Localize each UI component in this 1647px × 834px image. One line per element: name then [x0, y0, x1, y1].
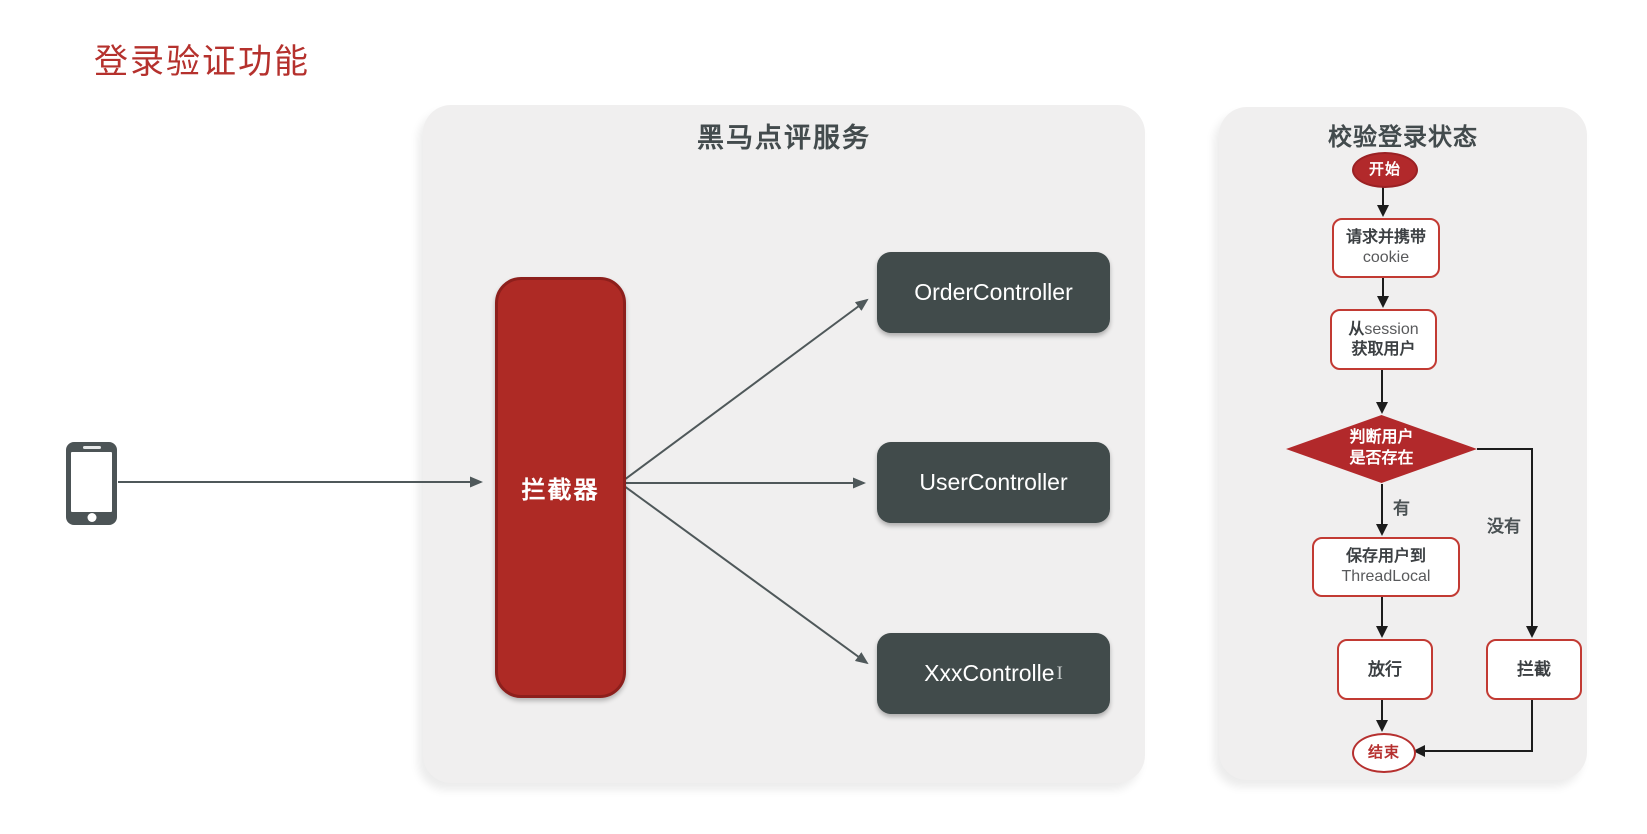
smartphone-icon [66, 442, 117, 525]
order-controller-node: OrderController [877, 252, 1110, 333]
user-controller-node: UserController [877, 442, 1110, 523]
step-line: 从session [1348, 320, 1418, 340]
flow-panel-title: 校验登录状态 [1328, 124, 1478, 151]
controller-label: XxxControlle [924, 660, 1055, 686]
text-cursor: I [1056, 662, 1063, 684]
page-title: 登录验证功能 [94, 44, 310, 81]
interceptor-node: 拦截器 [495, 277, 626, 698]
flow-end-label: 结束 [1367, 743, 1400, 761]
flow-start-label: 开始 [1368, 160, 1401, 178]
step-line: 请求并携带 [1345, 229, 1426, 246]
step-line-cn: 从 [1348, 320, 1365, 338]
branch-label-no: 没有 [1487, 517, 1521, 536]
step-line: cookie [1362, 249, 1410, 266]
phone-screen [71, 452, 112, 512]
flow-step-session: 从session 获取用户 [1330, 309, 1437, 370]
step-label: 放行 [1368, 659, 1402, 679]
service-panel-title: 黑马点评服务 [697, 123, 871, 153]
flow-step-save-threadlocal: 保存用户到 ThreadLocal [1312, 537, 1460, 597]
branch-label-yes: 有 [1393, 499, 1410, 518]
step-line: ThreadLocal [1341, 568, 1431, 585]
flow-step-cookie: 请求并携带 cookie [1332, 218, 1440, 278]
step-line: 获取用户 [1351, 340, 1416, 358]
step-label: 拦截 [1517, 659, 1551, 679]
flow-end-node: 结束 [1352, 733, 1416, 773]
decision-line: 是否存在 [1349, 450, 1414, 467]
phone-home-button [87, 513, 96, 522]
decision-line: 判断用户 [1349, 429, 1414, 447]
step-line: 保存用户到 [1345, 548, 1426, 565]
controller-label: OrderController [914, 279, 1073, 305]
interceptor-label: 拦截器 [521, 477, 600, 504]
controller-label: UserController [919, 469, 1068, 495]
flow-start-node: 开始 [1352, 152, 1418, 188]
flow-step-pass: 放行 [1337, 639, 1433, 700]
step-line-en: session [1364, 320, 1419, 338]
flow-step-block: 拦截 [1486, 639, 1582, 700]
phone-speaker [82, 446, 101, 449]
